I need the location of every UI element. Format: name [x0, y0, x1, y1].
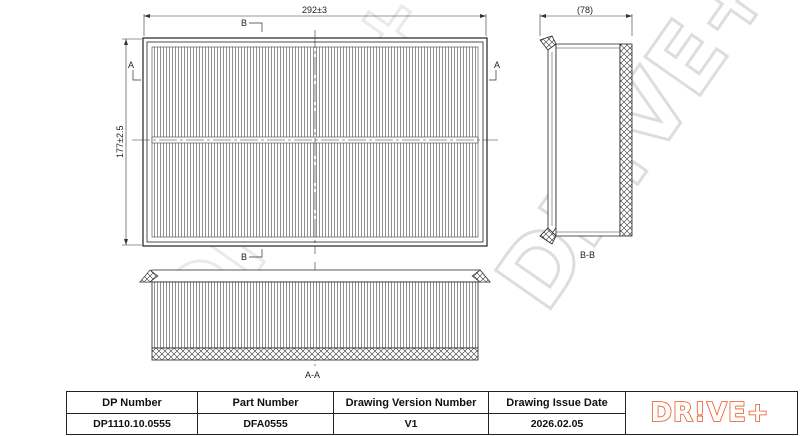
watermark: DR!VE+	[475, 0, 795, 330]
length-dimension: 292±3	[302, 5, 327, 15]
value-issue-date: 2026.02.05	[488, 413, 626, 434]
section-b-bottom-label: B	[241, 252, 247, 262]
header-drawing-version: Drawing Version Number	[333, 392, 489, 414]
title-block-header-row: DP Number Part Number Drawing Version Nu…	[67, 392, 626, 414]
section-bb-title: B-B	[580, 250, 595, 260]
title-block: DP Number Part Number Drawing Version Nu…	[66, 391, 798, 435]
title-block-value-row: DP1110.10.0555 DFA0555 V1 2026.02.05	[67, 413, 626, 434]
top-view: 292±3 177±2.5 B B A A	[115, 5, 500, 262]
title-block-table: DP Number Part Number Drawing Version Nu…	[67, 392, 626, 434]
value-drawing-version: V1	[333, 413, 489, 434]
section-a-right-label: A	[494, 60, 500, 70]
width-dimension: 177±2.5	[115, 126, 125, 158]
value-dp-number: DP1110.10.0555	[67, 413, 198, 434]
brand-logo: DR!VE+	[623, 392, 797, 434]
section-aa-view: A-A	[139, 262, 491, 380]
svg-text:DR!VE+: DR!VE+	[476, 0, 793, 328]
value-part-number: DFA0555	[197, 413, 334, 434]
depth-dimension: (78)	[577, 5, 593, 15]
section-a-left-label: A	[128, 60, 134, 70]
brand-logo-text: DR!VE+	[650, 397, 770, 429]
section-aa-title: A-A	[305, 370, 320, 380]
header-dp-number: DP Number	[67, 392, 198, 414]
section-bb-view: (78) B-B	[539, 5, 633, 260]
section-b-top-label: B	[241, 18, 247, 28]
header-issue-date: Drawing Issue Date	[488, 392, 626, 414]
header-part-number: Part Number	[197, 392, 334, 414]
